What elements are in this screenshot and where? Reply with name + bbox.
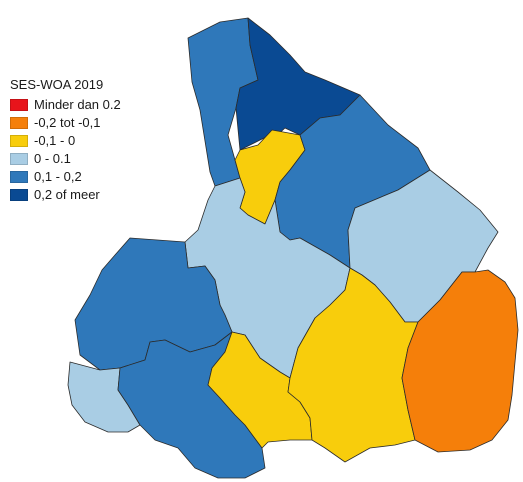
legend-item-min-0-2-tot-min-0-1: -0,2 tot -0,1 (10, 114, 121, 132)
legend-swatch (10, 189, 28, 201)
legend-item-0-tot-0-1: 0 - 0.1 (10, 150, 121, 168)
region-south-center (207, 331, 313, 449)
legend-label: 0 - 0.1 (34, 151, 71, 166)
region-west-small (67, 361, 141, 433)
legend-label: -0,2 tot -0,1 (34, 115, 101, 130)
legend-label: -0,1 - 0 (34, 133, 76, 148)
legend-title: SES-WOA 2019 (10, 77, 104, 92)
legend-swatch (10, 135, 28, 147)
legend-item-minder-dan-0-2: Minder dan 0.2 (10, 96, 121, 114)
legend-item-0-1-tot-0-2: 0,1 - 0,2 (10, 168, 121, 186)
legend-swatch (10, 117, 28, 129)
legend-item-min-0-1-tot-0: -0,1 - 0 (10, 132, 121, 150)
legend-swatch (10, 99, 28, 111)
region-southeast (401, 269, 519, 453)
legend-label: Minder dan 0.2 (34, 97, 121, 112)
legend-item-0-2-of-meer: 0,2 of meer (10, 186, 121, 204)
legend-swatch (10, 171, 28, 183)
map-legend: SES-WOA 2019 Minder dan 0.2 -0,2 tot -0,… (10, 77, 121, 204)
region-north (235, 17, 361, 151)
region-south (287, 267, 419, 463)
legend-swatch (10, 153, 28, 165)
legend-label: 0,2 of meer (34, 187, 100, 202)
legend-label: 0,1 - 0,2 (34, 169, 82, 184)
